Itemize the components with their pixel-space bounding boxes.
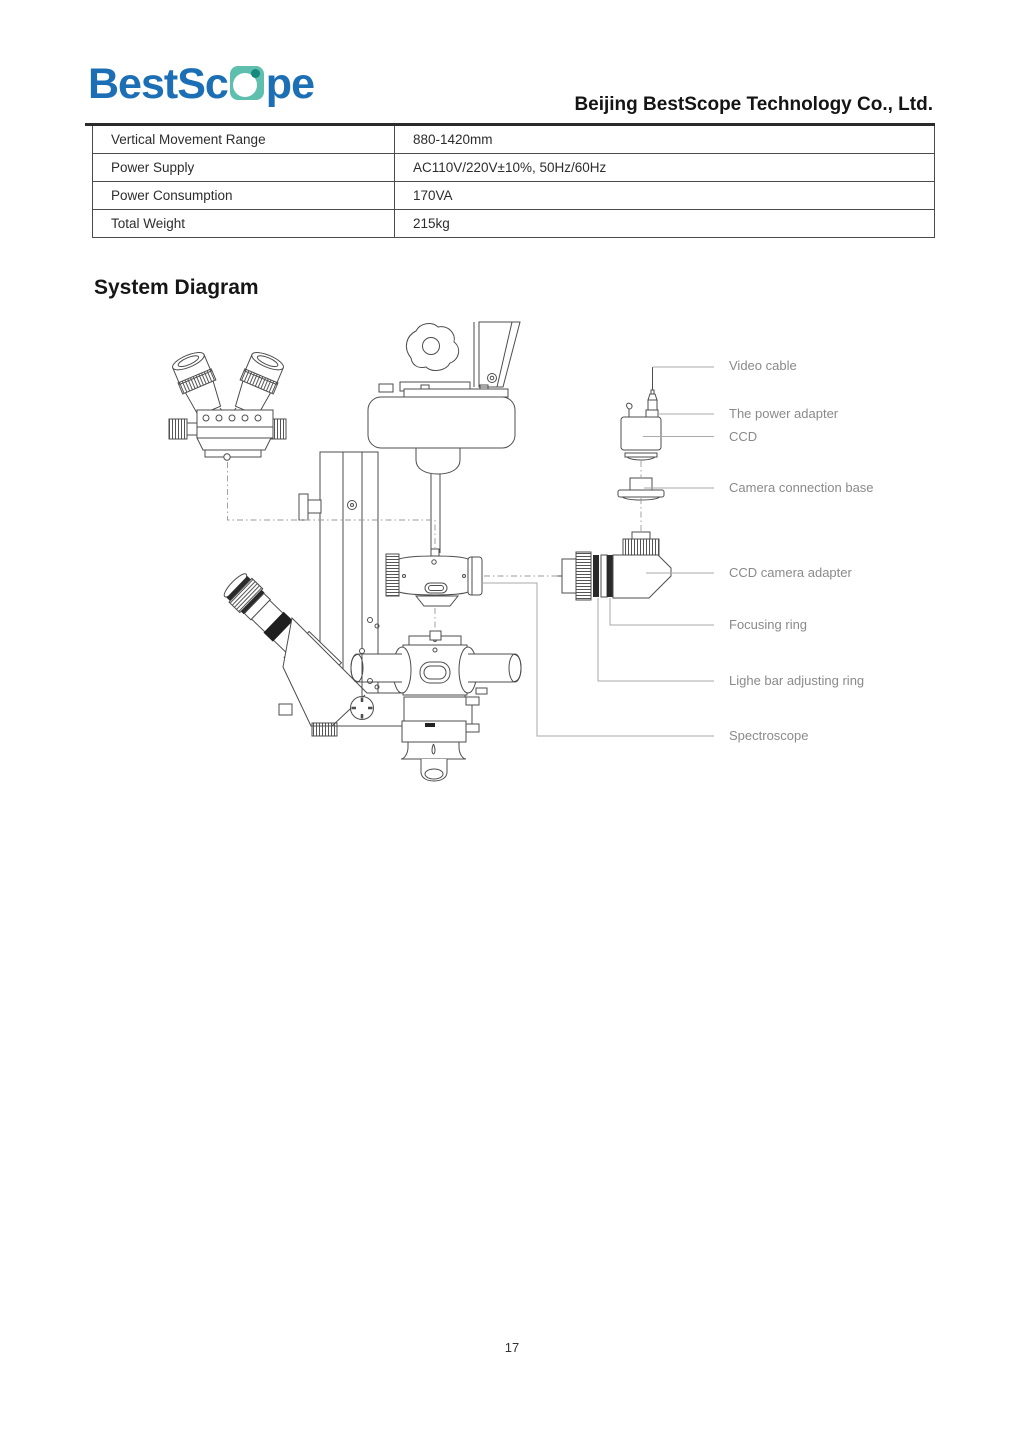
objective-lens	[400, 720, 467, 782]
camera-adapter	[556, 551, 672, 601]
diagram-label-spectroscope: Spectroscope	[729, 728, 809, 743]
binocular-head	[168, 352, 287, 461]
ccd-assembly	[617, 367, 665, 556]
diagram-label-ccd-camera-adapter: CCD camera adapter	[729, 565, 852, 580]
spec-value-cell: 215kg	[394, 209, 935, 238]
table-row: Vertical Movement Range 880-1420mm	[92, 126, 935, 154]
page-number: 17	[504, 1340, 520, 1355]
leader-lines	[482, 366, 714, 737]
support-arm	[367, 321, 521, 475]
logo-o-icon	[229, 66, 264, 100]
diagram-label-video-cable: Video cable	[729, 358, 797, 373]
header-divider	[85, 123, 935, 126]
focus-knob	[311, 648, 374, 737]
logo-text-start: BestSc	[88, 60, 229, 108]
diagram-label-light-bar-ring: Lighe bar adjusting ring	[729, 673, 865, 688]
spectroscope-unit	[385, 548, 483, 641]
spec-value-cell: 170VA	[394, 181, 935, 210]
diagram-label-ccd: CCD	[729, 429, 758, 444]
bestscope-logo: BestSc pe	[88, 60, 315, 112]
spec-value-cell: 880-1420mm	[394, 126, 935, 154]
diagram-label-power-adapter: The power adapter	[729, 406, 839, 421]
diagram-label-camera-connection-base: Camera connection base	[729, 480, 874, 495]
table-row: Total Weight 215kg	[92, 209, 935, 238]
company-name: Beijing BestScope Technology Co., Ltd.	[574, 94, 933, 115]
table-row: Power Consumption 170VA	[92, 181, 935, 210]
spec-table: Vertical Movement Range 880-1420mm Power…	[92, 126, 935, 238]
optical-axis-lines	[227, 461, 642, 631]
section-title: System Diagram	[94, 276, 259, 299]
spec-label-cell: Total Weight	[92, 209, 395, 238]
diagram-label-focusing-ring: Focusing ring	[729, 617, 808, 632]
spec-label-cell: Power Consumption	[92, 181, 395, 210]
logo-text-end: pe	[265, 60, 315, 108]
